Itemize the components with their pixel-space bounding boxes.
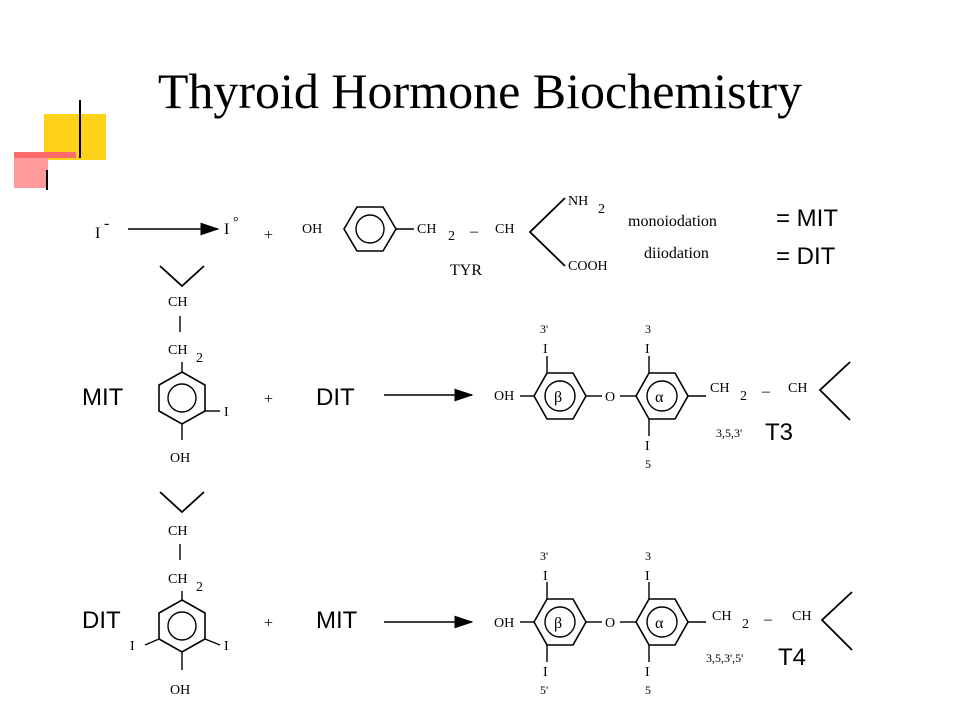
- dit-i-right: I: [224, 639, 229, 654]
- monoiodation-eq: = MIT: [776, 205, 838, 232]
- dit-side-chain-branch: [159, 491, 205, 514]
- dit-ch2: CH: [168, 572, 187, 587]
- tyrosine-ring-circle: [355, 214, 385, 244]
- t3-dash: –: [761, 383, 771, 400]
- red-bar: [14, 152, 76, 158]
- plus-sign-3: +: [264, 615, 273, 632]
- dit-oh: OH: [170, 683, 190, 698]
- t3-branch: [818, 361, 851, 421]
- dit-i-left-bond: [144, 638, 160, 646]
- t4-oh: OH: [494, 616, 514, 631]
- diiodation-label: diiodation: [644, 245, 709, 262]
- mit-ring: [158, 371, 206, 425]
- t3-ch: CH: [788, 381, 807, 396]
- t3-3p-i: I: [543, 342, 548, 357]
- tyr-ch: CH: [495, 222, 514, 237]
- t3-5: 5: [645, 457, 651, 471]
- mit-oh: OH: [170, 451, 190, 466]
- t4-3: 3: [645, 549, 651, 563]
- t3-alpha-ring-circle: [646, 380, 678, 412]
- dit-ring: [158, 599, 206, 653]
- diiodation-eq: = DIT: [776, 243, 836, 270]
- t4-5p-i: I: [543, 665, 548, 680]
- dit-ch2-sub: 2: [196, 580, 203, 595]
- tyr-label: TYR: [450, 262, 482, 279]
- t3-oh: OH: [494, 389, 514, 404]
- iodide-label: I: [95, 225, 100, 242]
- tyr-oh: OH: [302, 222, 322, 237]
- dit-ring-circle: [167, 611, 197, 641]
- t4-alpha-ring-circle: [646, 606, 678, 638]
- mit-i: I: [224, 405, 229, 420]
- t4-5-i: I: [645, 665, 650, 680]
- tyr-nh2: NH: [568, 194, 588, 209]
- t3-beta: β: [554, 389, 562, 406]
- tyr-branch: [528, 197, 566, 267]
- tyr-dash: –: [469, 223, 479, 240]
- tyr-nh2-sub: 2: [598, 202, 605, 217]
- dit-i-right-bond: [204, 638, 221, 646]
- t3-ch2: CH: [710, 381, 729, 396]
- plus-sign-1: +: [264, 227, 273, 244]
- mit-ch2-sub: 2: [196, 351, 203, 366]
- t3-beta-ring-circle: [544, 380, 576, 412]
- iodine-label: I: [224, 221, 229, 238]
- tyrosine-ring: [343, 206, 397, 252]
- tyr-cooh: COOH: [568, 259, 608, 274]
- t4-3-i: I: [645, 569, 650, 584]
- plus-sign-2: +: [264, 391, 273, 408]
- iodide-charge: -: [104, 215, 109, 232]
- t4-beta-ring-circle: [544, 606, 576, 638]
- t4-branch: [820, 591, 853, 651]
- t3-ch2-sub: 2: [740, 389, 747, 404]
- t3-alpha: α: [655, 389, 664, 406]
- slide-title: Thyroid Hormone Biochemistry: [157, 63, 803, 119]
- tyr-ch2: CH: [417, 222, 436, 237]
- t4-ch2-sub: 2: [742, 617, 749, 632]
- dit-label-2: DIT: [316, 384, 355, 411]
- t4-alpha: α: [655, 615, 664, 632]
- t4-5p: 5': [540, 683, 548, 697]
- t3-product-label: T3: [765, 419, 793, 446]
- t3-ether-o: O: [605, 390, 615, 405]
- t4-dash: –: [763, 611, 773, 628]
- mit-label: MIT: [82, 384, 124, 411]
- mit-ch2: CH: [168, 343, 187, 358]
- t3-3: 3: [645, 322, 651, 336]
- dit-ch: CH: [168, 524, 187, 539]
- t3-3-i: I: [645, 342, 650, 357]
- t4-5: 5: [645, 683, 651, 697]
- mit-label-3: MIT: [316, 607, 358, 634]
- t4-ch: CH: [792, 609, 811, 624]
- t4-3p-i: I: [543, 569, 548, 584]
- monoiodation-label: monoiodation: [628, 213, 717, 230]
- corner-decoration: [14, 100, 106, 190]
- iodine-radical: °: [233, 215, 239, 230]
- mit-ring-circle: [167, 383, 197, 413]
- t3-3p: 3': [540, 322, 548, 336]
- tyr-ch2-sub: 2: [448, 229, 455, 244]
- t4-ether-o: O: [605, 616, 615, 631]
- t3-numbering: 3,5,3': [716, 426, 742, 440]
- t4-product-label: T4: [778, 644, 806, 671]
- t3-5-i: I: [645, 439, 650, 454]
- mit-ch: CH: [168, 295, 187, 310]
- t4-numbering: 3,5,3',5': [706, 651, 743, 665]
- dit-label: DIT: [82, 607, 121, 634]
- dit-i-left: I: [130, 639, 135, 654]
- t4-beta: β: [554, 615, 562, 632]
- t4-3p: 3': [540, 549, 548, 563]
- mit-side-chain-branch: [159, 265, 205, 288]
- t4-ch2: CH: [712, 609, 731, 624]
- pink-square: [14, 154, 48, 188]
